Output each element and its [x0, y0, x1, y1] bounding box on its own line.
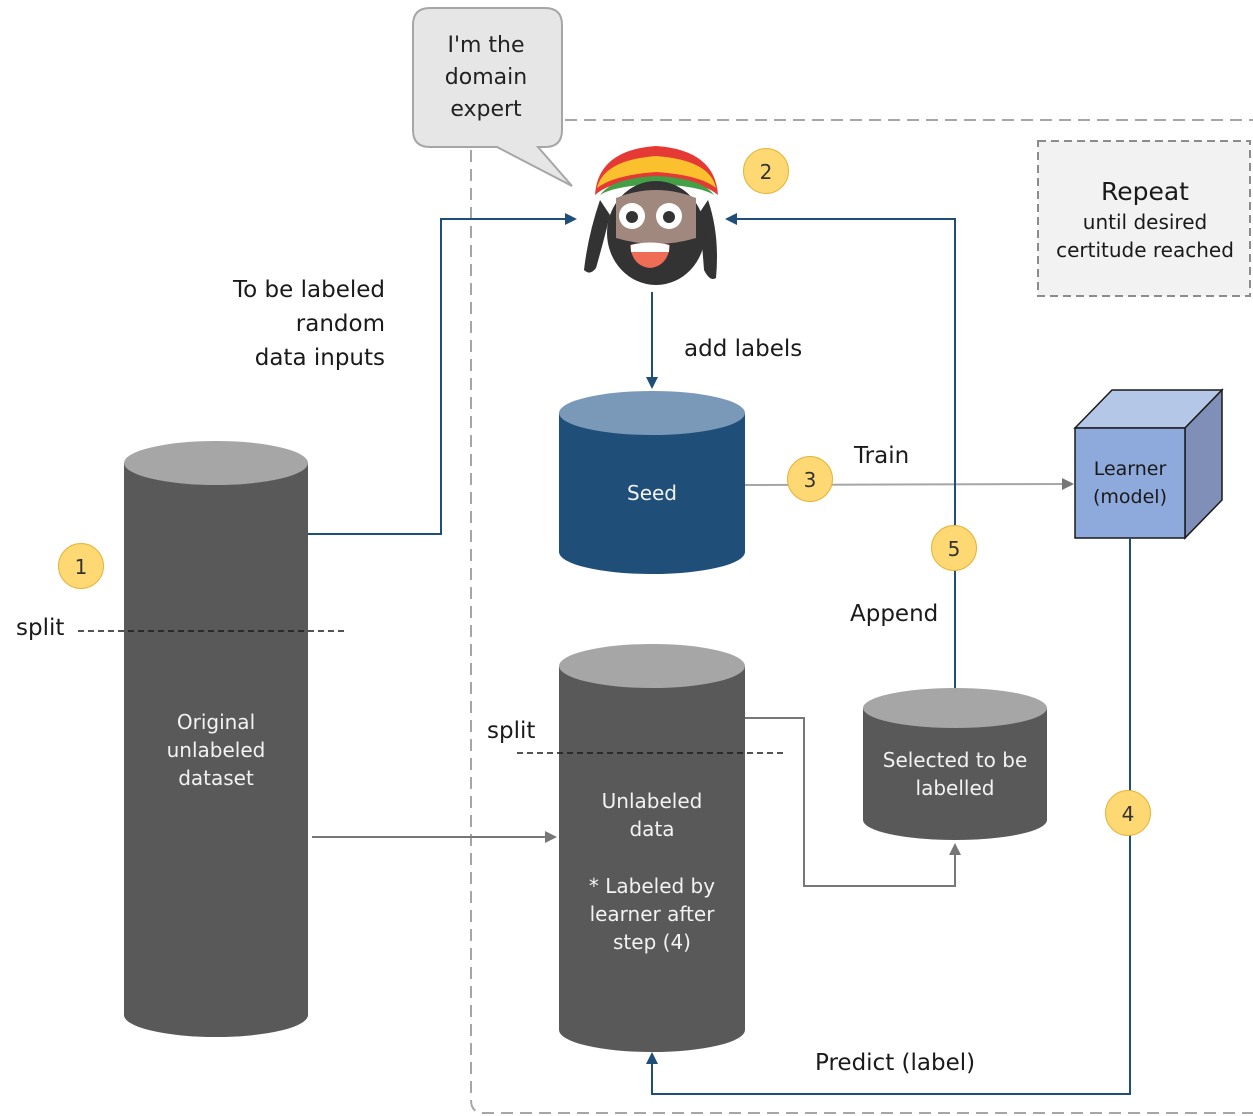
step-badge-1: 1: [58, 543, 104, 589]
split-label-mid: split: [487, 718, 536, 744]
arrow-original-to-expert: [308, 213, 577, 535]
learner-line: (model): [1093, 486, 1167, 508]
seed-label: Seed: [627, 481, 677, 505]
speech-bubble-line: domain: [444, 65, 528, 90]
unlabeled-data-line: step (4): [613, 930, 691, 954]
speech-bubble-line: I'm the: [447, 33, 525, 58]
step-badge-2: 2: [743, 148, 789, 194]
repeat-line: until desired: [1082, 210, 1208, 234]
step-badge-4: 4: [1105, 790, 1151, 836]
speech-bubble-line: expert: [450, 97, 522, 122]
arrow-unlabeled-to-selected: [745, 717, 961, 887]
split-label-left: split: [16, 615, 65, 641]
unlabeled-data-line: data: [629, 817, 675, 841]
unlabeled-data-line: * Labeled by: [588, 874, 716, 898]
train-label: Train: [854, 443, 910, 469]
predict-label: Predict (label): [815, 1050, 976, 1076]
speech-bubble-text: I'm the domain expert: [412, 30, 560, 126]
selected-line: labelled: [915, 776, 995, 800]
to-be-labeled-line: To be labeled: [233, 277, 385, 303]
step-badge-5: 5: [931, 525, 977, 571]
selected-line: Selected to be: [882, 748, 1028, 772]
repeat-title: Repeat: [1100, 177, 1189, 206]
learner-line: Learner: [1093, 458, 1167, 480]
speech-bubble: [412, 7, 573, 187]
repeat-box-text: Repeat until desired certitude reached: [1040, 176, 1250, 264]
learner-cube: [1073, 388, 1224, 540]
original-dataset-line: unlabeled: [166, 738, 266, 762]
original-dataset-cylinder: [124, 441, 308, 1037]
to-be-labeled-line: random: [295, 311, 385, 337]
domain-expert-icon: [584, 146, 718, 285]
unlabeled-data-line: Unlabeled: [601, 789, 703, 813]
unlabeled-data-line: learner after: [589, 902, 715, 926]
repeat-line: certitude reached: [1056, 238, 1234, 262]
original-dataset-line: dataset: [178, 766, 254, 790]
original-dataset-line: Original: [176, 710, 256, 734]
seed-cylinder: [559, 391, 745, 574]
selected-label: Selected to be labelled: [863, 746, 1047, 802]
repeat-box: [1037, 140, 1251, 297]
unlabeled-data-label: Unlabeled data * Labeled by learner afte…: [559, 787, 745, 956]
unlabeled-data-cylinder: [559, 644, 745, 1052]
add-labels-label: add labels: [684, 336, 803, 362]
selected-cylinder: [863, 688, 1047, 840]
learner-label: Learner (model): [1075, 455, 1185, 511]
append-label: Append: [850, 601, 939, 627]
loop-region-border: [470, 119, 1253, 1114]
to-be-labeled-label: To be labeled random data inputs: [175, 273, 385, 375]
to-be-labeled-line: data inputs: [254, 345, 385, 371]
step-badge-3: 3: [787, 456, 833, 502]
original-dataset-label: Original unlabeled dataset: [124, 708, 308, 792]
